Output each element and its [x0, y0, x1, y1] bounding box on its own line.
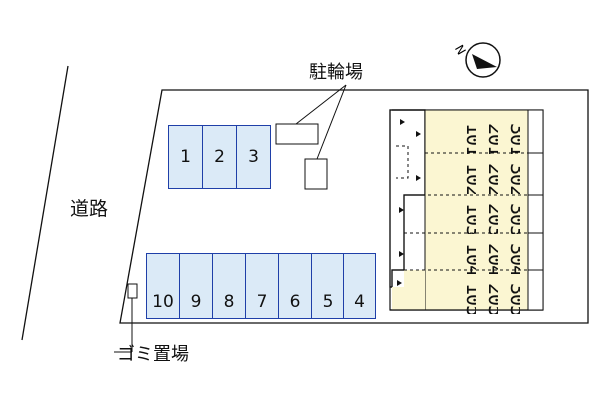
building — [389, 109, 544, 311]
garbage-area-label: ゴミ置場 — [117, 344, 189, 365]
road-edge-line — [21, 65, 69, 341]
bicycle-parking-label: 駐輪場 — [309, 62, 363, 83]
bicycle-parking-area-2 — [304, 158, 328, 190]
road-label: 道路 — [70, 198, 109, 220]
room-number: 305 — [506, 283, 520, 314]
garbage-area-box — [127, 283, 138, 299]
bicycle-label-leader — [295, 84, 347, 125]
room-number: 103 — [462, 203, 476, 234]
room-column-1f: 101 102 103 104 105 — [454, 114, 476, 314]
room-column-2f: 201 202 203 204 205 — [476, 114, 498, 314]
parking-slot: 10 — [146, 253, 180, 319]
room-number: 303 — [506, 203, 520, 234]
room-block — [424, 109, 529, 311]
room-number: 302 — [506, 163, 520, 194]
parking-slot: 9 — [179, 253, 213, 319]
room-number: 105 — [462, 283, 476, 314]
compass-north-icon: N — [452, 42, 501, 78]
bicycle-parking-area-1 — [275, 123, 319, 145]
parking-slot: 3 — [236, 125, 271, 189]
parking-slot: 1 — [168, 125, 203, 189]
parking-slot: 8 — [212, 253, 246, 319]
parking-slot: 5 — [311, 253, 345, 319]
room-column-3f: 301 302 303 304 305 — [498, 114, 520, 314]
parking-slot: 6 — [278, 253, 312, 319]
parking-slot: 2 — [202, 125, 237, 189]
room-number: 201 — [484, 123, 498, 154]
room-number: 204 — [484, 243, 498, 274]
room-number: 202 — [484, 163, 498, 194]
balcony-strip — [527, 109, 544, 311]
room-number: 203 — [484, 203, 498, 234]
room-number: 301 — [506, 123, 520, 154]
room-number: 102 — [462, 163, 476, 194]
room-number: 101 — [462, 123, 476, 154]
entrance-arrow-icon — [397, 119, 421, 286]
room-number: 104 — [462, 243, 476, 274]
parking-slot: 4 — [343, 253, 376, 319]
parking-slot: 7 — [245, 253, 279, 319]
room-number: 205 — [484, 283, 498, 314]
room-number: 304 — [506, 243, 520, 274]
bicycle-label-leader — [316, 84, 347, 160]
